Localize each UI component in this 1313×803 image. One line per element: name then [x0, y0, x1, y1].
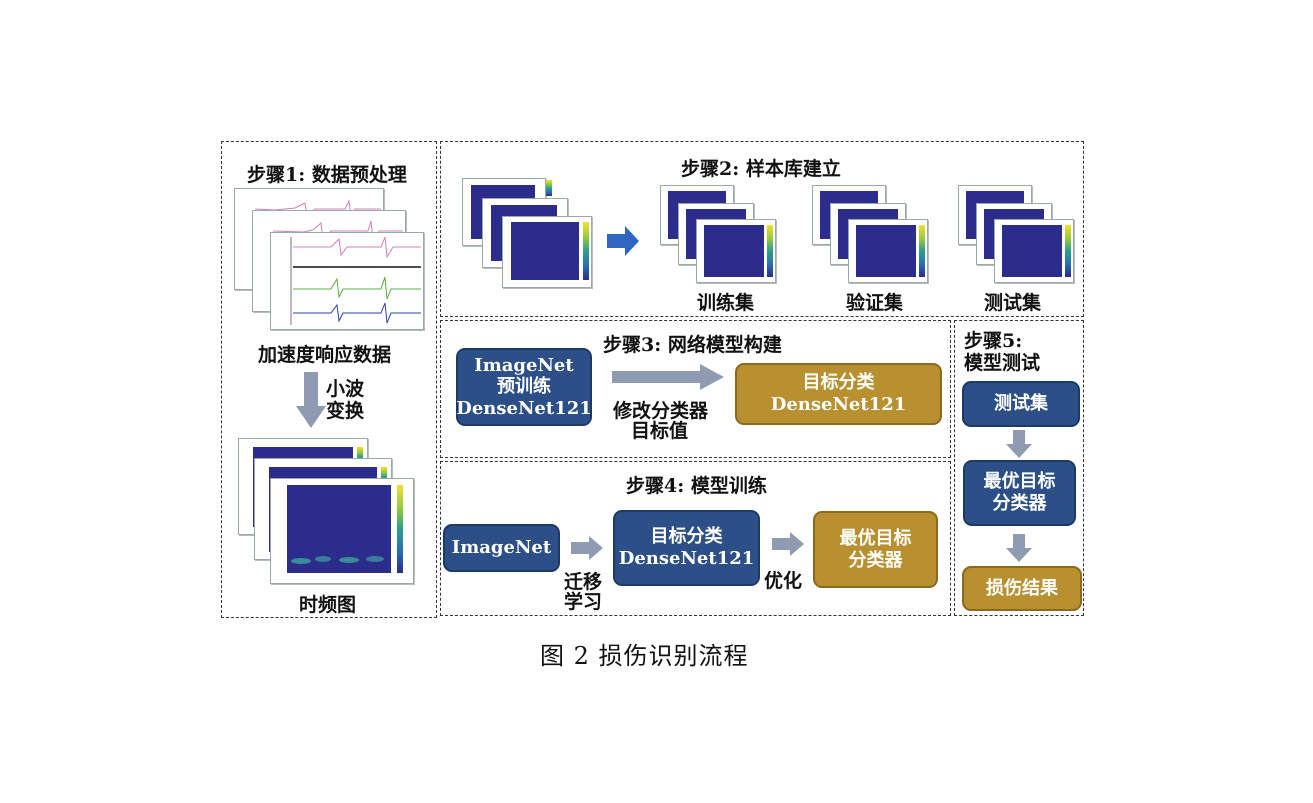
colorbar — [583, 222, 589, 280]
transform-label-line2: 变换 — [326, 400, 365, 422]
spectrogram-stack-train — [660, 185, 778, 285]
spectrogram-stack-step1 — [238, 438, 414, 584]
spectrogram-card — [502, 216, 592, 288]
step5-down-arrow-1 — [1006, 430, 1032, 458]
spectrogram-card — [696, 219, 776, 283]
damage-result-box: 损伤结果 — [962, 566, 1082, 611]
step3-panel — [440, 320, 951, 458]
optimal-classifier-box-step5: 最优目标 分类器 — [963, 460, 1076, 526]
target-densenet-box: 目标分类 DenseNet121 — [735, 363, 942, 425]
target-value-label: 目标值 — [631, 420, 689, 442]
pretrained-line1: ImageNet — [474, 354, 574, 376]
optimal5-line2: 分类器 — [992, 493, 1047, 514]
step2-panel — [440, 141, 1084, 317]
transfer-label-line2: 学习 — [564, 591, 603, 613]
step1-title: 步骤1: 数据预处理 — [247, 164, 407, 186]
pretrained-densenet-box: ImageNet 预训练 DenseNet121 — [456, 348, 592, 426]
test-set-box-label: 测试集 — [994, 393, 1048, 415]
signal-plots-stack — [234, 188, 424, 330]
modify-classifier-label: 修改分类器 — [613, 400, 709, 422]
optimal-line2: 分类器 — [848, 549, 903, 571]
spectrogram-card-front — [270, 478, 414, 584]
step3-title: 步骤3: 网络模型构建 — [603, 334, 782, 356]
target-line1: 目标分类 — [802, 372, 875, 394]
spectrogram-image — [704, 225, 764, 277]
colorbar — [397, 485, 403, 573]
optimal-classifier-box-step4: 最优目标 分类器 — [813, 511, 938, 588]
signal-plot-front — [270, 232, 424, 330]
pretrained-line2: 预训练 — [497, 376, 551, 398]
step5-down-arrow-2 — [1006, 534, 1032, 562]
spectrogram-stack-test — [958, 185, 1076, 285]
step2-right-arrow — [607, 226, 639, 256]
test-set-label: 测试集 — [984, 292, 1042, 314]
step5-title-line1: 步骤5: — [964, 330, 1023, 352]
optimal5-line1: 最优目标 — [983, 471, 1056, 493]
imagenet-label: ImageNet — [451, 537, 552, 559]
training-line1: 目标分类 — [650, 526, 723, 548]
spectrogram-stack-validation — [812, 185, 930, 285]
step3-right-arrow — [612, 364, 724, 390]
validation-set-label: 验证集 — [846, 292, 904, 314]
optimize-arrow — [772, 532, 804, 556]
step1-down-arrow — [296, 372, 326, 428]
spectrogram-image — [1002, 225, 1062, 277]
training-line2: DenseNet121 — [618, 548, 755, 569]
damage-result-label: 损伤结果 — [986, 577, 1058, 599]
signal-label: 加速度响应数据 — [258, 344, 392, 366]
colorbar — [919, 225, 925, 277]
colorbar — [357, 447, 363, 467]
step4-panel — [440, 461, 951, 616]
colorbar — [1065, 225, 1071, 277]
step5-title-line2: 模型测试 — [964, 352, 1041, 374]
step1-panel — [221, 141, 437, 618]
step4-title: 步骤4: 模型训练 — [626, 475, 767, 497]
transfer-arrow — [571, 536, 603, 560]
figure-caption: 图 2 损伤识别流程 — [540, 642, 749, 670]
step5-panel — [954, 320, 1084, 616]
training-densenet-box: 目标分类 DenseNet121 — [613, 510, 760, 586]
spectrogram-label: 时频图 — [299, 594, 357, 616]
optimize-label: 优化 — [764, 570, 803, 592]
spectrogram-stack-source — [462, 178, 592, 288]
step2-title: 步骤2: 样本库建立 — [681, 158, 841, 180]
target-line2: DenseNet121 — [770, 394, 907, 415]
transform-label-line1: 小波 — [326, 378, 365, 400]
signal-traces-front — [290, 236, 421, 325]
colorbar — [381, 467, 387, 487]
spectrogram-image — [856, 225, 916, 277]
optimal-line1: 最优目标 — [839, 527, 912, 549]
pretrained-line3: DenseNet121 — [456, 397, 592, 419]
spectrogram-card — [994, 219, 1074, 283]
transfer-label-line1: 迁移 — [564, 571, 603, 593]
spectrogram-card — [848, 219, 928, 283]
colorbar — [767, 225, 773, 277]
imagenet-box: ImageNet — [443, 524, 560, 572]
train-set-label: 训练集 — [697, 292, 755, 314]
colorbar — [546, 180, 552, 196]
spectrogram-image — [511, 222, 579, 280]
test-set-box: 测试集 — [962, 381, 1080, 427]
spectrogram-energy-bands — [291, 556, 384, 564]
